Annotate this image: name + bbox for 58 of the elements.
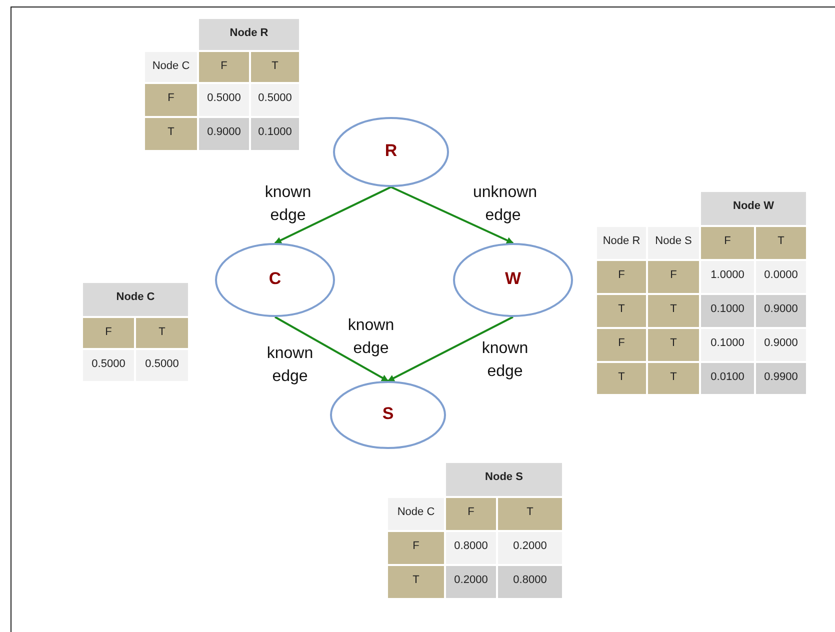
table-cell: T <box>145 118 197 150</box>
table-cell: T <box>756 227 806 259</box>
table-cell: T <box>136 318 188 348</box>
table-cell: F <box>597 329 646 361</box>
node-label: S <box>381 404 395 424</box>
table-cell: F <box>597 261 646 293</box>
table-header-cell: Node R <box>199 19 299 50</box>
table-cell: 0.9000 <box>756 295 806 327</box>
table-cell: T <box>597 295 646 327</box>
table-cell: 0.0000 <box>756 261 806 293</box>
arrow <box>274 186 392 244</box>
table-header-cell: Node S <box>446 463 562 496</box>
table-cell: F <box>701 227 754 259</box>
table-cell: Node S <box>648 227 699 259</box>
table-cell: F <box>388 532 444 564</box>
text-label: known edge <box>346 316 396 359</box>
table-cell: Node C <box>388 498 444 530</box>
node-label: R <box>384 141 398 161</box>
table-cell: F <box>446 498 496 530</box>
table-cell: T <box>251 52 299 82</box>
node-label: C <box>268 269 282 289</box>
table-cell: F <box>648 261 699 293</box>
table-cell: 0.5000 <box>83 350 134 381</box>
table-cell: 0.1000 <box>701 295 754 327</box>
table-cell: 0.5000 <box>251 84 299 116</box>
table-cell: F <box>83 318 134 348</box>
table-cell: T <box>498 498 562 530</box>
table-cell: Node R <box>597 227 646 259</box>
arrow <box>274 316 389 382</box>
table-cell: T <box>648 329 699 361</box>
table-cell: Node C <box>145 52 197 82</box>
table-cell: 0.2000 <box>498 532 562 564</box>
table-cell: 0.0100 <box>701 363 754 394</box>
table-cell: 0.8000 <box>498 566 562 598</box>
table-cell: 0.8000 <box>446 532 496 564</box>
table-cell: 0.2000 <box>446 566 496 598</box>
table-cell: T <box>648 295 699 327</box>
table-cell: T <box>388 566 444 598</box>
edge-label: known edge <box>264 183 312 226</box>
arrow <box>387 316 514 382</box>
table-header-cell: Node C <box>83 283 188 316</box>
node-label: W <box>504 269 522 289</box>
table-cell: 0.9000 <box>199 118 249 150</box>
table-cell: 0.5000 <box>136 350 188 381</box>
arrow <box>390 186 514 244</box>
edge-label: known edge <box>480 339 530 382</box>
table-cell: 0.1000 <box>251 118 299 150</box>
edge-label: known edge <box>266 344 314 387</box>
table-cell: T <box>597 363 646 394</box>
table-cell: 1.0000 <box>701 261 754 293</box>
table-cell: T <box>648 363 699 394</box>
table-header-cell: Node W <box>701 192 806 225</box>
table-cell: 0.1000 <box>701 329 754 361</box>
table-cell: 0.9000 <box>756 329 806 361</box>
table-cell: F <box>145 84 197 116</box>
table-cell: 0.5000 <box>199 84 249 116</box>
table-cell: 0.9900 <box>756 363 806 394</box>
table-cell: F <box>199 52 249 82</box>
